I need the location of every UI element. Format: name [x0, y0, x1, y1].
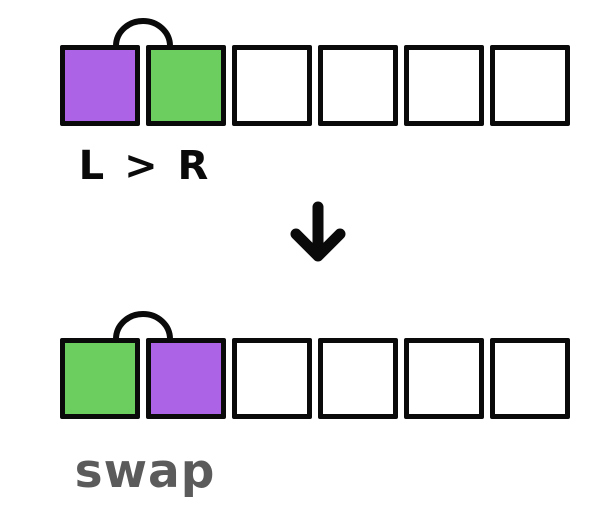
array-cell — [490, 45, 570, 126]
array-cell — [318, 338, 398, 419]
array-cell — [404, 45, 484, 126]
array-cell — [318, 45, 398, 126]
array-cell — [232, 45, 312, 126]
array-cell — [146, 45, 226, 126]
array-cell — [60, 45, 140, 126]
compare-arc-icon — [113, 18, 173, 48]
array-cell — [490, 338, 570, 419]
array-row-after — [60, 338, 570, 419]
array-cell — [232, 338, 312, 419]
swap-arc-icon — [113, 311, 173, 341]
array-cell — [146, 338, 226, 419]
array-cell — [404, 338, 484, 419]
array-row-before — [60, 45, 570, 126]
array-cell — [60, 338, 140, 419]
down-arrow-icon — [290, 201, 346, 262]
swap-label: swap — [74, 444, 216, 499]
comparison-label: L > R — [78, 143, 212, 189]
